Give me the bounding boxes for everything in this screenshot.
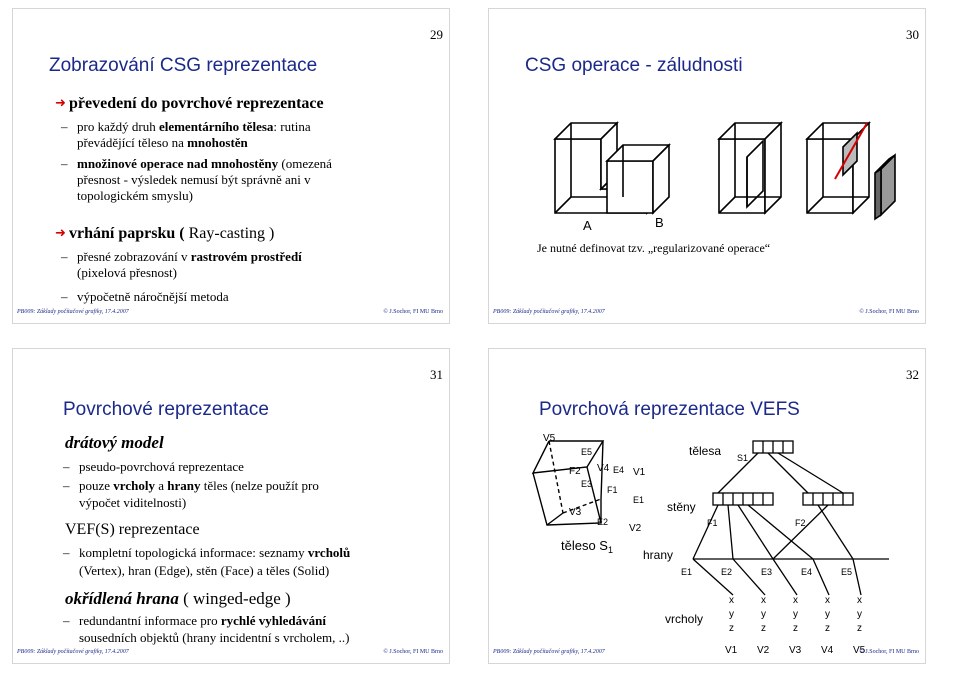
svg-text:E2: E2 [597,517,608,527]
arrow-bullet-icon: ➜ [55,226,66,241]
svg-text:V3: V3 [569,507,582,518]
sub-bullet: –kompletní topologická informace: seznam… [63,545,351,560]
regularization-caption: Je nutné definovat tzv. „regularizované … [537,241,771,255]
svg-text:z: z [793,623,798,634]
slide-footer: PB009: Základy počítačové grafiky, 17.4.… [493,649,919,655]
svg-text:x: x [793,595,798,606]
svg-text:E3: E3 [761,567,772,577]
svg-text:stěny: stěny [667,500,696,514]
sub-bullet: –přesné zobrazování v rastrovém prostřed… [61,249,302,264]
svg-text:z: z [729,623,734,634]
svg-text:z: z [761,623,766,634]
svg-text:y: y [793,609,798,620]
svg-text:F1: F1 [707,518,718,528]
svg-text:z: z [857,623,862,634]
sub-bullet-cont: převádějící těleso na mnohostěn [77,135,248,150]
sub-bullet-cont: (Vertex), hran (Edge), stěn (Face) a těl… [79,563,330,578]
tree-labels: tělesa S1 stěny F1 F2 hrany E1 E2 E3 E4 … [643,444,866,656]
svg-text:E4: E4 [613,465,624,475]
svg-text:z: z [825,623,830,634]
slide-number: 29 [430,27,443,42]
vefs-diagram: V5 E5 F2 V4 E4 V1 E3 F1 E1 V3 E2 V2 těle… [531,433,889,656]
svg-text:F1: F1 [607,485,618,495]
bullet-raycasting: ➜ vrhání paprsku ( Ray-casting ) [55,225,275,242]
svg-text:E5: E5 [841,567,852,577]
svg-text:x: x [825,595,830,606]
slide-number: 30 [906,27,919,42]
bullet-conversion: ➜ převedení do povrchové reprezentace [55,95,324,112]
cube-figure [531,440,605,526]
svg-text:y: y [729,609,734,620]
svg-text:tělesa: tělesa [689,444,721,458]
cube-labels: V5 E5 F2 V4 E4 V1 E3 F1 E1 V3 E2 V2 [543,433,646,534]
slide-32: 32 Povrchová reprezentace VEFS V5 E5 F2 … [488,348,926,664]
sub-bullet-cont: topologickém smyslu) [77,188,193,203]
svg-text:E1: E1 [681,567,692,577]
tree-structure [692,440,889,596]
svg-text:S1: S1 [737,453,748,463]
regularized-figure [805,121,896,221]
sub-bullet: –množinové operace nad mnohostěny (omeze… [61,156,332,171]
svg-text:F2: F2 [795,518,806,528]
svg-text:E1: E1 [633,495,644,505]
svg-text:V4: V4 [821,645,834,656]
slide-footer: PB009: Základy počítačové grafiky, 17.4.… [17,649,443,655]
sub-bullet: –redundantní informace pro rychlé vyhled… [63,613,326,628]
svg-text:V1: V1 [725,645,738,656]
heading-wireframe: drátový model [65,433,164,452]
svg-text:y: y [761,609,766,620]
sub-bullet-cont: výpočet viditelnosti) [79,495,187,510]
sub-bullet: –pseudo-povrchová reprezentace [63,459,244,474]
svg-text:E3: E3 [581,479,592,489]
label-b: B [655,215,664,230]
svg-text:y: y [825,609,830,620]
slide-title: Povrchové reprezentace [63,399,269,420]
slide-number: 32 [906,367,919,382]
svg-text:V5: V5 [853,645,866,656]
svg-text:E4: E4 [801,567,812,577]
slide-29: 29 Zobrazování CSG reprezentace ➜ převed… [12,8,450,324]
slide-title: CSG operace - záludnosti [525,55,743,76]
solid-b-figure [605,143,671,215]
svg-text:V5: V5 [543,433,556,444]
svg-text:V3: V3 [789,645,802,656]
svg-text:vrcholy: vrcholy [665,612,703,626]
sub-bullet: –pro každý druh elementárního tělesa: ru… [61,119,311,134]
csg-operations-illustration: A B [553,121,896,233]
svg-text:x: x [729,595,734,606]
slide-title: Zobrazování CSG reprezentace [49,55,318,76]
slide-30: 30 CSG operace - záludnosti [488,8,926,324]
svg-text:hrany: hrany [643,548,673,562]
label-a: A [583,218,592,233]
heading-vefs: VEF(S) reprezentace [65,521,200,538]
svg-text:V4: V4 [597,463,610,474]
vertex-coordinates: xyz xyz xyz xyz xyz [729,595,862,634]
slide-31: 31 Povrchové reprezentace drátový model … [12,348,450,664]
svg-text:V1: V1 [633,467,646,478]
sub-bullet-cont: (pixelová přesnost) [77,265,178,280]
svg-text:V2: V2 [757,645,770,656]
svg-text:x: x [761,595,766,606]
heading-winged-edge: okřídlená hrana ( winged-edge ) [65,589,291,608]
svg-text:y: y [857,609,862,620]
svg-text:E5: E5 [581,447,592,457]
arrow-bullet-icon: ➜ [55,96,66,111]
svg-text:x: x [857,595,862,606]
sub-bullet-cont: sousedních objektů (hrany incidentní s v… [79,630,350,645]
svg-text:V2: V2 [629,523,642,534]
svg-text:F2: F2 [569,466,581,477]
slide-title: Povrchová reprezentace VEFS [539,399,800,420]
slide-footer: PB009: Základy počítačové grafiky, 17.4.… [17,309,443,315]
sub-bullet-cont: přesnost - výsledek nemusí být správně a… [77,172,311,187]
svg-text:E2: E2 [721,567,732,577]
result-figure [717,121,783,215]
slide-number: 31 [430,367,443,382]
slide-footer: PB009: Základy počítačové grafiky, 17.4.… [493,309,919,315]
sub-bullet: –pouze vrcholy a hrany těles (nelze použ… [63,478,319,493]
sub-bullet: –výpočetně náročnější metoda [61,289,229,304]
solid-label: těleso S1 [561,538,613,555]
